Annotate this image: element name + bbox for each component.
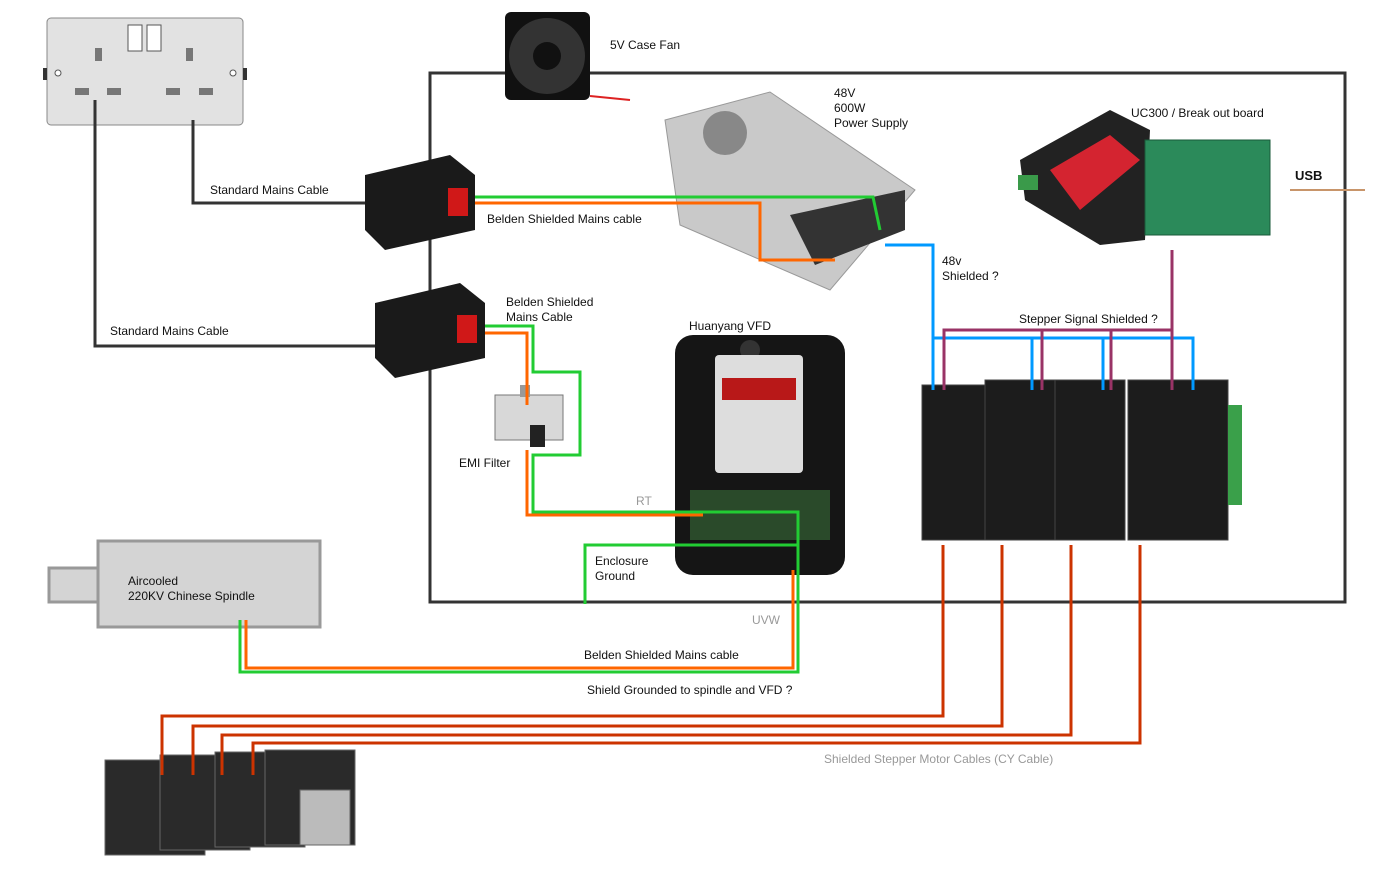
vfd-live-wire [485,331,703,517]
enclosure-ground-wire [583,543,798,604]
mains-cable-1-label: Standard Mains Cable [210,183,329,197]
psu-label: 48V 600W Power Supply [834,86,909,130]
rt-label: RT [636,494,652,508]
mains-cable-2 [93,100,375,348]
vfd [675,335,845,575]
emi-filter-label: EMI Filter [459,456,511,470]
emi-filter [494,385,564,447]
spindle-uvw-wire [244,570,795,670]
vfd-label: Huanyang VFD [689,319,772,333]
dc48-wire [885,243,1195,390]
dc48-label: 48v Shielded ? [942,254,999,283]
vfd-ground-wire [238,324,800,674]
iec-inlet-2 [375,283,485,378]
iec-inlet-1 [365,155,475,250]
belden-cable-2-label: Belden Shielded Mains Cable [506,295,594,324]
wall-socket [43,17,247,126]
mains-cable-2-label: Standard Mains Cable [110,324,229,338]
enclosure-ground-label: Enclosure Ground [595,554,649,583]
fan-label: 5V Case Fan [610,38,681,52]
mains-cable-1 [191,120,365,205]
motor-cable-3 [220,545,1073,775]
usb-label: USB [1295,168,1323,183]
stepper-drivers [921,379,1242,541]
psu-ground-wire [475,195,882,231]
signal-wire [942,250,1174,390]
motor-cable-4 [251,545,1142,775]
stepper-motors [104,749,356,856]
motor-cable-2 [191,545,1004,775]
spindle [47,539,322,629]
motor-cables-label: Shielded Stepper Motor Cables (CY Cable) [824,752,1054,766]
motor-cable-1 [160,545,945,775]
uc300-label: UC300 / Break out board [1131,106,1264,120]
signal-label: Stepper Signal Shielded ? [1019,312,1158,326]
belden-cable-1-label: Belden Shielded Mains cable [487,212,642,226]
spindle-label: Aircooled 220KV Chinese Spindle [128,574,255,603]
case-fan-icon [505,12,631,101]
uvw-label: UVW [752,613,780,627]
shield-label: Shield Grounded to spindle and VFD ? [587,683,793,697]
breakout-board [1018,110,1271,245]
belden-cable-3-label: Belden Shielded Mains cable [584,648,739,662]
wires [93,100,1365,775]
psu-live-wire [475,201,835,262]
